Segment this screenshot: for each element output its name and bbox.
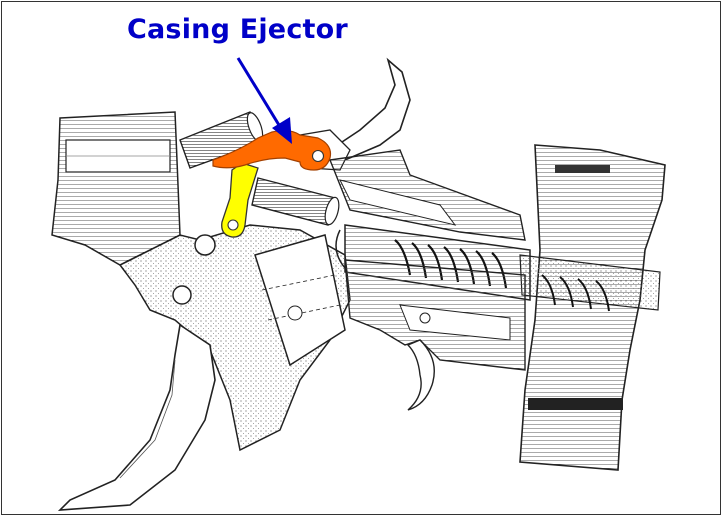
yellow-link-pivot xyxy=(227,219,239,231)
casing-ejector xyxy=(212,129,332,171)
trigger-housing xyxy=(344,259,526,411)
link-plate xyxy=(254,234,346,367)
casing-ejector-label: Casing Ejector xyxy=(127,14,348,45)
lower-cartridge xyxy=(251,177,340,226)
yellow-link xyxy=(221,162,259,238)
casing-ejector-pivot xyxy=(311,149,325,163)
pointer-arrow xyxy=(236,57,292,144)
frame-left-block xyxy=(51,111,181,266)
carrier-channel xyxy=(329,149,526,241)
lever xyxy=(57,323,216,511)
stock-block xyxy=(519,144,666,471)
